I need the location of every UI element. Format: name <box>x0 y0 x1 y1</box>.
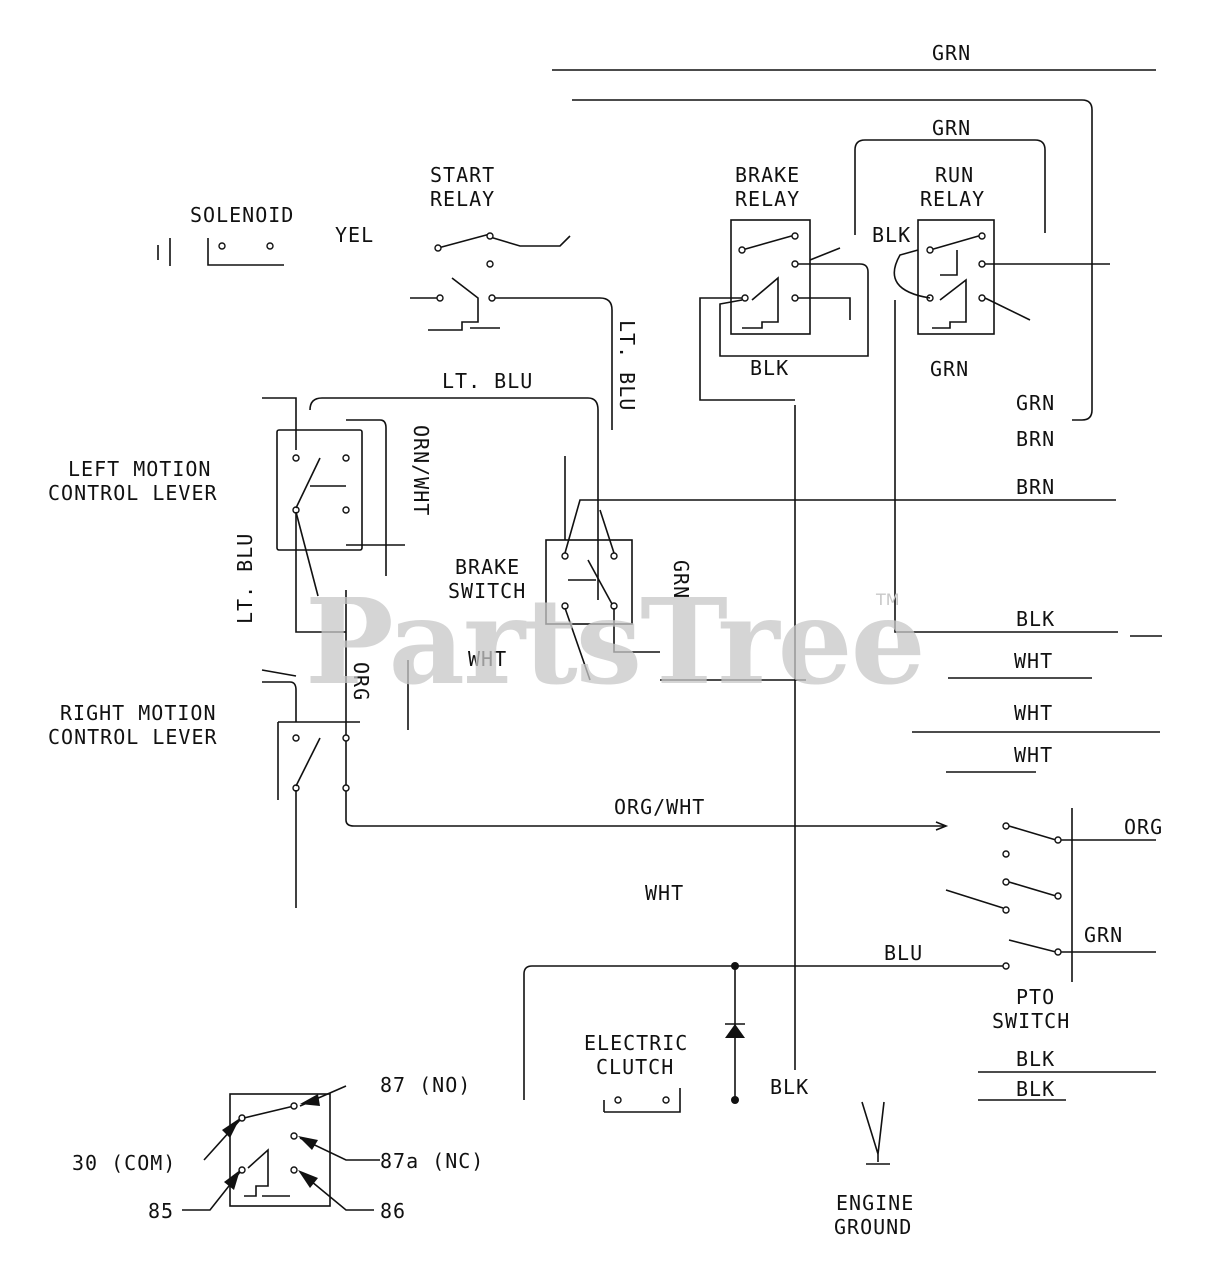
left-motion-control-lever <box>262 397 599 633</box>
brake-switch-label-1: BRAKE <box>455 555 520 579</box>
brake-relay <box>699 219 869 401</box>
grn-right-label: GRN <box>1016 391 1055 415</box>
org-right-label: ORG <box>1124 815 1163 839</box>
left-lever-label-2: CONTROL LEVER <box>48 481 218 505</box>
lt-blu-vert-label: LT. BLU <box>615 320 639 411</box>
blk-pto-label-1: BLK <box>1016 1047 1055 1071</box>
run-relay-label-1: RUN <box>935 163 974 187</box>
blk-bottom-label: BLK <box>770 1075 809 1099</box>
electric-clutch-label-1: ELECTRIC <box>584 1031 688 1055</box>
blu-label: BLU <box>884 941 923 965</box>
start-relay-label-2: RELAY <box>430 187 495 211</box>
wht-r2-label: WHT <box>1014 701 1053 725</box>
run-relay <box>893 219 1118 633</box>
run-relay-label-2: RELAY <box>920 187 985 211</box>
brake-switch <box>545 456 1116 681</box>
wht-r3-label: WHT <box>1014 743 1053 767</box>
orn-vert-label: ORG <box>349 662 373 701</box>
grn-pto-label: GRN <box>1084 923 1123 947</box>
grn-brake-label: GRN <box>669 560 693 599</box>
lt-blu-horiz-label: LT. BLU <box>442 369 533 393</box>
org-wht-label: ORG/WHT <box>614 795 705 819</box>
orn-vertical-wire <box>261 590 946 827</box>
watermark: PartsTree <box>305 572 926 711</box>
relay-87a-label: 87a (NC) <box>380 1149 484 1173</box>
relay-87-label: 87 (NO) <box>380 1073 471 1097</box>
watermark-tm: TM <box>876 590 900 609</box>
brake-relay-label-1: BRAKE <box>735 163 800 187</box>
lt-blu-left-label: LT. BLU <box>233 533 257 624</box>
blk-run-label: BLK <box>872 223 911 247</box>
orn-wht-vert-label: ORN/WHT <box>409 425 433 516</box>
engine-ground-label-2: GROUND <box>834 1215 912 1239</box>
grn-loop-label: GRN <box>932 116 971 140</box>
brake-relay-label-2: RELAY <box>735 187 800 211</box>
electric-clutch-label-2: CLUTCH <box>596 1055 674 1079</box>
relay-30-label: 30 (COM) <box>72 1151 176 1175</box>
wht-lower-label: WHT <box>645 881 684 905</box>
electric-clutch <box>603 1088 681 1113</box>
solenoid <box>157 238 284 266</box>
right-lever-label-2: CONTROL LEVER <box>48 725 218 749</box>
pto-label-2: SWITCH <box>992 1009 1070 1033</box>
grn-relay-link-wire <box>854 139 1046 235</box>
right-lever-label-1: RIGHT MOTION <box>60 701 217 725</box>
pto-label-1: PTO <box>1016 985 1055 1009</box>
relay-85-label: 85 <box>148 1199 174 1223</box>
engine-ground-label-1: ENGINE <box>836 1191 914 1215</box>
right-motion-control-lever <box>262 681 360 908</box>
blk-right-label: BLK <box>1016 607 1055 631</box>
brake-switch-label-2: SWITCH <box>448 579 526 603</box>
blk-brake-label: BLK <box>750 356 789 380</box>
start-relay-label-1: START <box>430 163 495 187</box>
grn-run-label: GRN <box>930 357 969 381</box>
left-lever-label-1: LEFT MOTION <box>68 457 211 481</box>
blu-wire <box>523 962 1003 1104</box>
start-relay <box>410 232 613 430</box>
wht-r1-label: WHT <box>1014 649 1053 673</box>
brn-label-1: BRN <box>1016 427 1055 451</box>
grn-top-label: GRN <box>932 41 971 65</box>
solenoid-label: SOLENOID <box>190 203 294 227</box>
brn-label-2: BRN <box>1016 475 1055 499</box>
relay-legend <box>182 1085 380 1211</box>
blk-pto-label-2: BLK <box>1016 1077 1055 1101</box>
pto-switch <box>935 808 1156 982</box>
yel-label: YEL <box>335 223 374 247</box>
grn-loop-wire <box>572 99 1093 421</box>
engine-ground <box>861 1101 890 1165</box>
relay-86-label: 86 <box>380 1199 406 1223</box>
wht-mid-label: WHT <box>468 647 507 671</box>
